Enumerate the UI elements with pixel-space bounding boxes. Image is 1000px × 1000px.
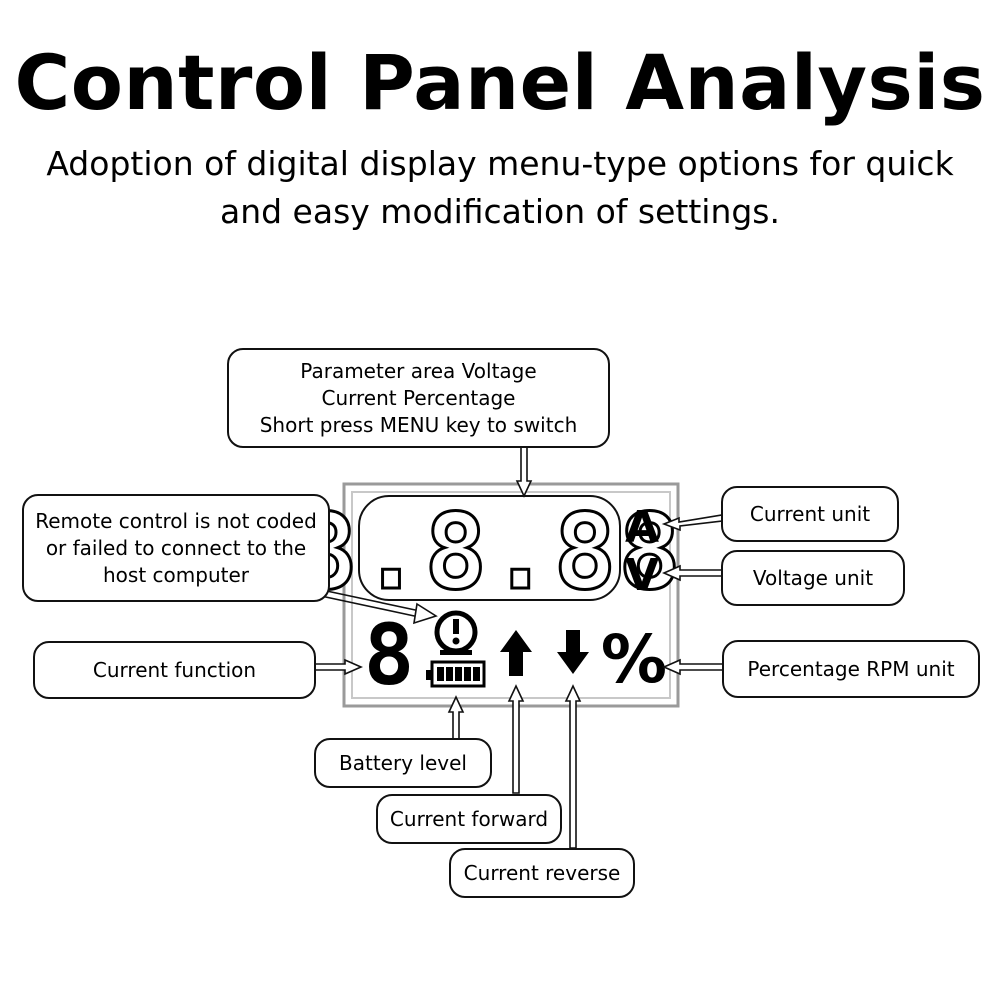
leader-current-forward	[507, 684, 525, 794]
unit-current-letter: A	[625, 502, 659, 553]
callout-parameter-area: Parameter area Voltage Current Percentag…	[227, 348, 610, 448]
alert-icon	[434, 610, 478, 655]
callout-battery-level: Battery level	[314, 738, 492, 788]
main-digits: 8.8.88	[295, 491, 683, 613]
callout-remote-control-line3: host computer	[103, 562, 249, 587]
leader-current-reverse	[564, 684, 582, 849]
callout-parameter-area-line2: Current Percentage	[321, 385, 516, 410]
callout-current-unit: Current unit	[721, 486, 899, 542]
callout-current-forward: Current forward	[376, 794, 562, 844]
callout-parameter-area-line3: Short press MENU key to switch	[259, 412, 578, 437]
page-subtitle: Adoption of digital display menu-type op…	[46, 144, 954, 231]
leader-current-function	[314, 658, 363, 676]
leader-voltage-unit	[662, 564, 724, 582]
callout-remote-control-line2: or failed to connect to the	[45, 535, 307, 560]
page-title: Control Panel Analysis	[14, 38, 986, 127]
callout-percentage-rpm-unit: Percentage RPM unit	[722, 640, 980, 698]
callout-remote-control: Remote control is not coded or failed to…	[22, 494, 330, 602]
arrow-up-icon	[500, 630, 532, 676]
leader-remote-control	[320, 589, 438, 625]
leader-current-unit	[661, 514, 723, 532]
callout-remote-control-line1: Remote control is not coded	[35, 508, 317, 533]
callout-current-reverse: Current reverse	[449, 848, 635, 898]
leader-parameter-area	[515, 446, 533, 498]
parameter-area-window	[358, 495, 621, 601]
arrow-down-icon	[557, 630, 589, 674]
unit-voltage-letter: V	[625, 550, 659, 601]
function-digit: 8	[364, 606, 415, 704]
callout-parameter-area-line1: Parameter area Voltage	[300, 358, 537, 383]
callout-voltage-unit: Voltage unit	[721, 550, 905, 606]
leader-percentage-unit	[662, 658, 724, 676]
leader-battery-level	[447, 695, 465, 741]
battery-icon	[426, 660, 486, 688]
callout-current-function: Current function	[33, 641, 316, 699]
percent-symbol: %	[601, 621, 667, 698]
